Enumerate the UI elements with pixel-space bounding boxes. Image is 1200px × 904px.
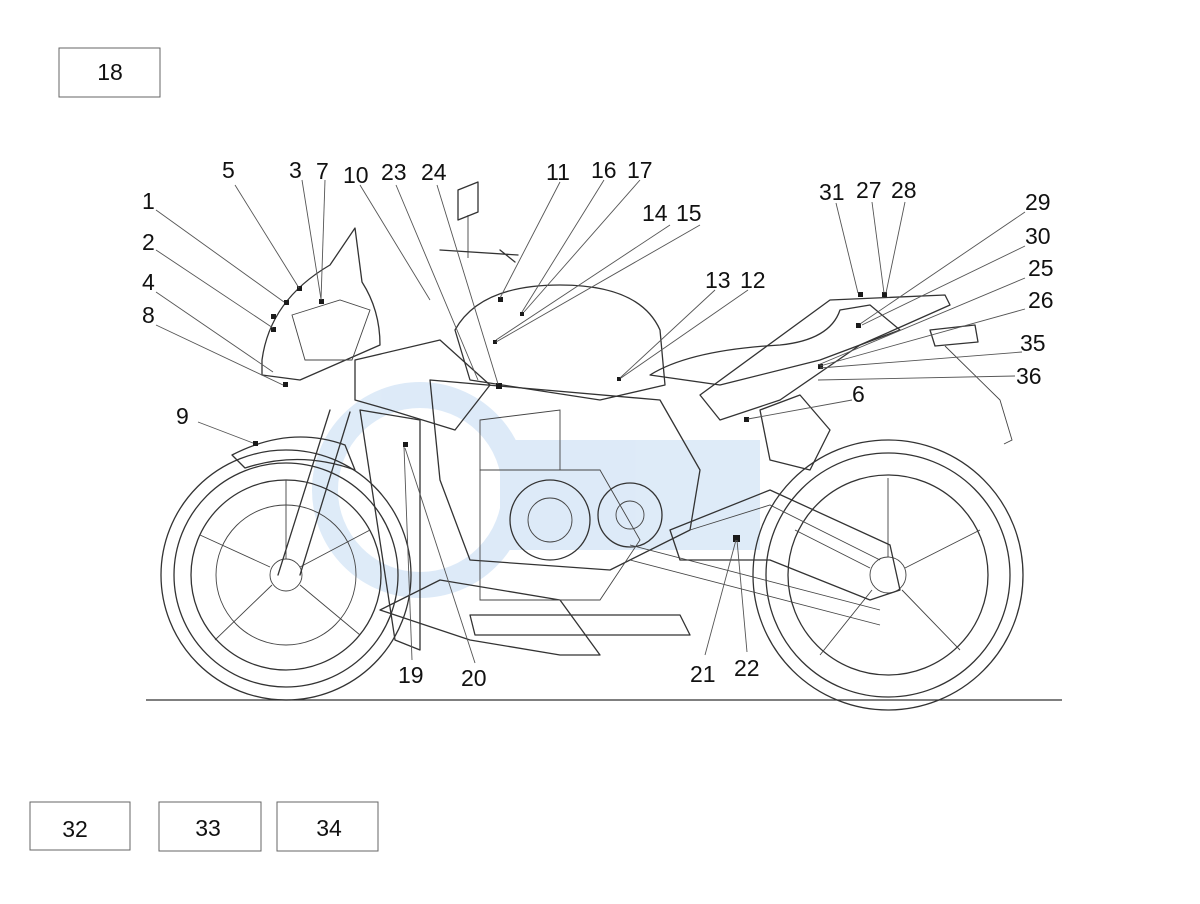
callout-2: 2 [142,229,155,255]
callout-15: 15 [676,200,702,226]
callout-16: 16 [591,157,617,183]
callouts: 1 2 3 4 5 6 7 8 9 10 11 12 13 14 15 16 1… [142,157,1054,691]
box-33: 33 [158,801,262,852]
callout-13: 13 [705,267,731,293]
callout-21: 21 [690,661,716,687]
callout-36: 36 [1016,363,1042,389]
callout-11: 11 [546,159,570,185]
callout-5: 5 [222,157,235,183]
callout-25: 25 [1028,255,1054,281]
box-32-label: 32 [62,816,88,842]
callout-7: 7 [316,158,329,184]
callout-24: 24 [421,159,447,185]
leader-lines [155,179,1026,664]
box-18: 18 [58,47,161,98]
callout-3: 3 [289,157,302,183]
callout-27: 27 [856,177,882,203]
callout-30: 30 [1025,223,1051,249]
callout-20: 20 [461,665,487,691]
callout-9: 9 [176,403,189,429]
callout-1: 1 [142,188,155,214]
callout-31: 31 [819,179,845,205]
box-34-label: 34 [316,815,342,841]
callout-10: 10 [343,162,369,188]
box-34: 34 [276,801,379,852]
callout-8: 8 [142,302,155,328]
callout-22: 22 [734,655,760,681]
callout-29: 29 [1025,189,1051,215]
callout-23: 23 [381,159,407,185]
box-33-label: 33 [195,815,221,841]
callout-19: 19 [398,662,424,688]
callout-12: 12 [740,267,766,293]
box-32: 32 [29,801,131,851]
callout-28: 28 [891,177,917,203]
callout-35: 35 [1020,330,1046,356]
callout-6: 6 [852,381,865,407]
callout-4: 4 [142,269,155,295]
callout-17: 17 [627,157,653,183]
box-18-label: 18 [97,59,123,85]
motorcycle-drawing [160,181,1024,711]
callout-26: 26 [1028,287,1054,313]
callout-14: 14 [642,200,668,226]
watermark [312,382,760,598]
